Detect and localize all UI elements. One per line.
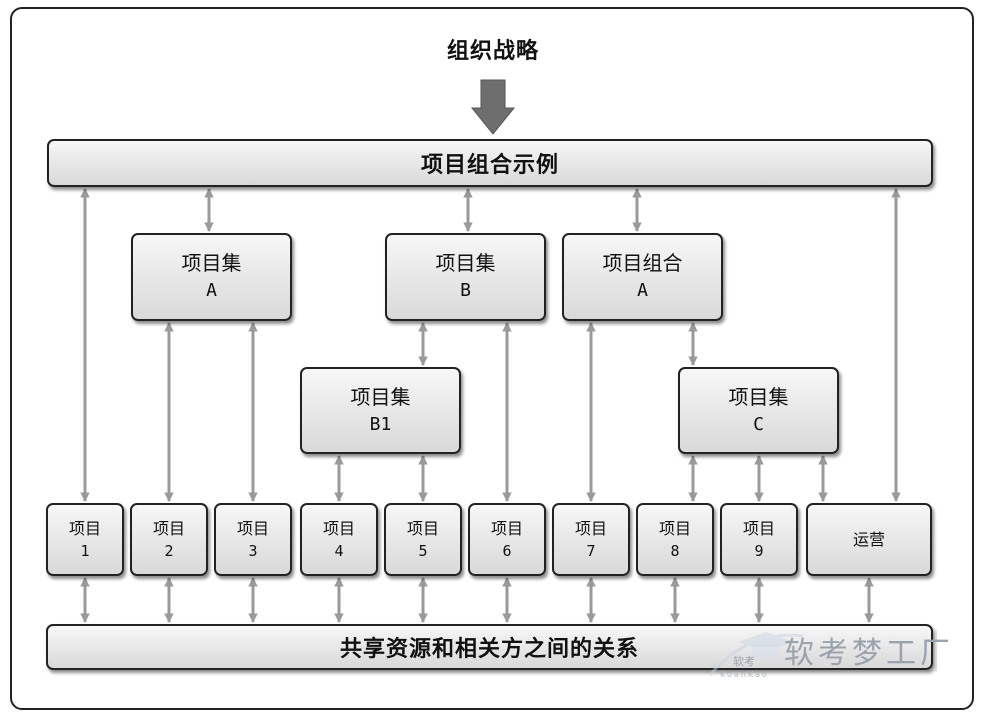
strategy-label: 组织战略 [446, 39, 539, 64]
project-8-box: 项目 8 [636, 503, 714, 576]
project-2-title: 项目 [152, 518, 185, 538]
project-3-box: 项目 3 [214, 503, 292, 576]
project-5-box: 项目 5 [384, 503, 462, 576]
project-7-number: 7 [586, 541, 596, 560]
program-a-box: 项目集 A [131, 233, 292, 321]
watermark-latin: KuanKao [720, 670, 769, 679]
strategy-arrow-icon [470, 79, 516, 135]
project-7-title: 项目 [574, 518, 607, 538]
project-1-box: 项目 1 [46, 503, 124, 576]
shared-resources-bar: 共享资源和相关方之间的关系 [46, 624, 933, 670]
project-8-number: 8 [670, 541, 680, 560]
project-4-number: 4 [334, 541, 344, 560]
program-b-box: 项目集 B [385, 233, 546, 321]
project-4-title: 项目 [322, 518, 355, 538]
operations-box: 运营 [806, 503, 932, 576]
program-b-code: B [460, 280, 471, 301]
program-c-title: 项目集 [728, 384, 789, 409]
watermark-logo-icon [708, 630, 937, 676]
project-2-number: 2 [164, 541, 174, 560]
watermark-subtext: 软考 [733, 655, 755, 668]
project-7-box: 项目 7 [552, 503, 630, 576]
project-6-title: 项目 [490, 518, 523, 538]
project-6-number: 6 [502, 541, 512, 560]
project-5-number: 5 [418, 541, 428, 560]
portfolio-a-box: 项目组合 A [562, 233, 723, 321]
project-3-number: 3 [248, 541, 258, 560]
project-3-title: 项目 [236, 518, 269, 538]
program-a-code: A [206, 280, 217, 301]
portfolio-a-code: A [637, 280, 648, 301]
project-9-title: 项目 [742, 518, 775, 538]
program-b1-title: 项目集 [350, 384, 411, 409]
project-4-box: 项目 4 [300, 503, 378, 576]
watermark-text: 软考梦工厂 [784, 636, 954, 671]
program-b1-box: 项目集 B1 [300, 367, 461, 454]
project-9-number: 9 [754, 541, 764, 560]
program-a-title: 项目集 [181, 251, 242, 275]
project-9-box: 项目 9 [720, 503, 798, 576]
project-6-box: 项目 6 [468, 503, 546, 576]
program-c-code: C [753, 413, 764, 435]
project-1-title: 项目 [68, 518, 101, 538]
portfolio-example-bar: 项目组合示例 [47, 139, 933, 187]
project-2-box: 项目 2 [130, 503, 208, 576]
project-1-number: 1 [80, 541, 90, 560]
operations-label: 运营 [852, 529, 885, 549]
program-b-title: 项目集 [435, 251, 496, 275]
project-8-title: 项目 [658, 518, 691, 538]
program-c-box: 项目集 C [678, 367, 839, 454]
project-5-title: 项目 [406, 518, 439, 538]
portfolio-a-title: 项目组合 [602, 251, 683, 275]
program-b1-code: B1 [369, 413, 392, 435]
